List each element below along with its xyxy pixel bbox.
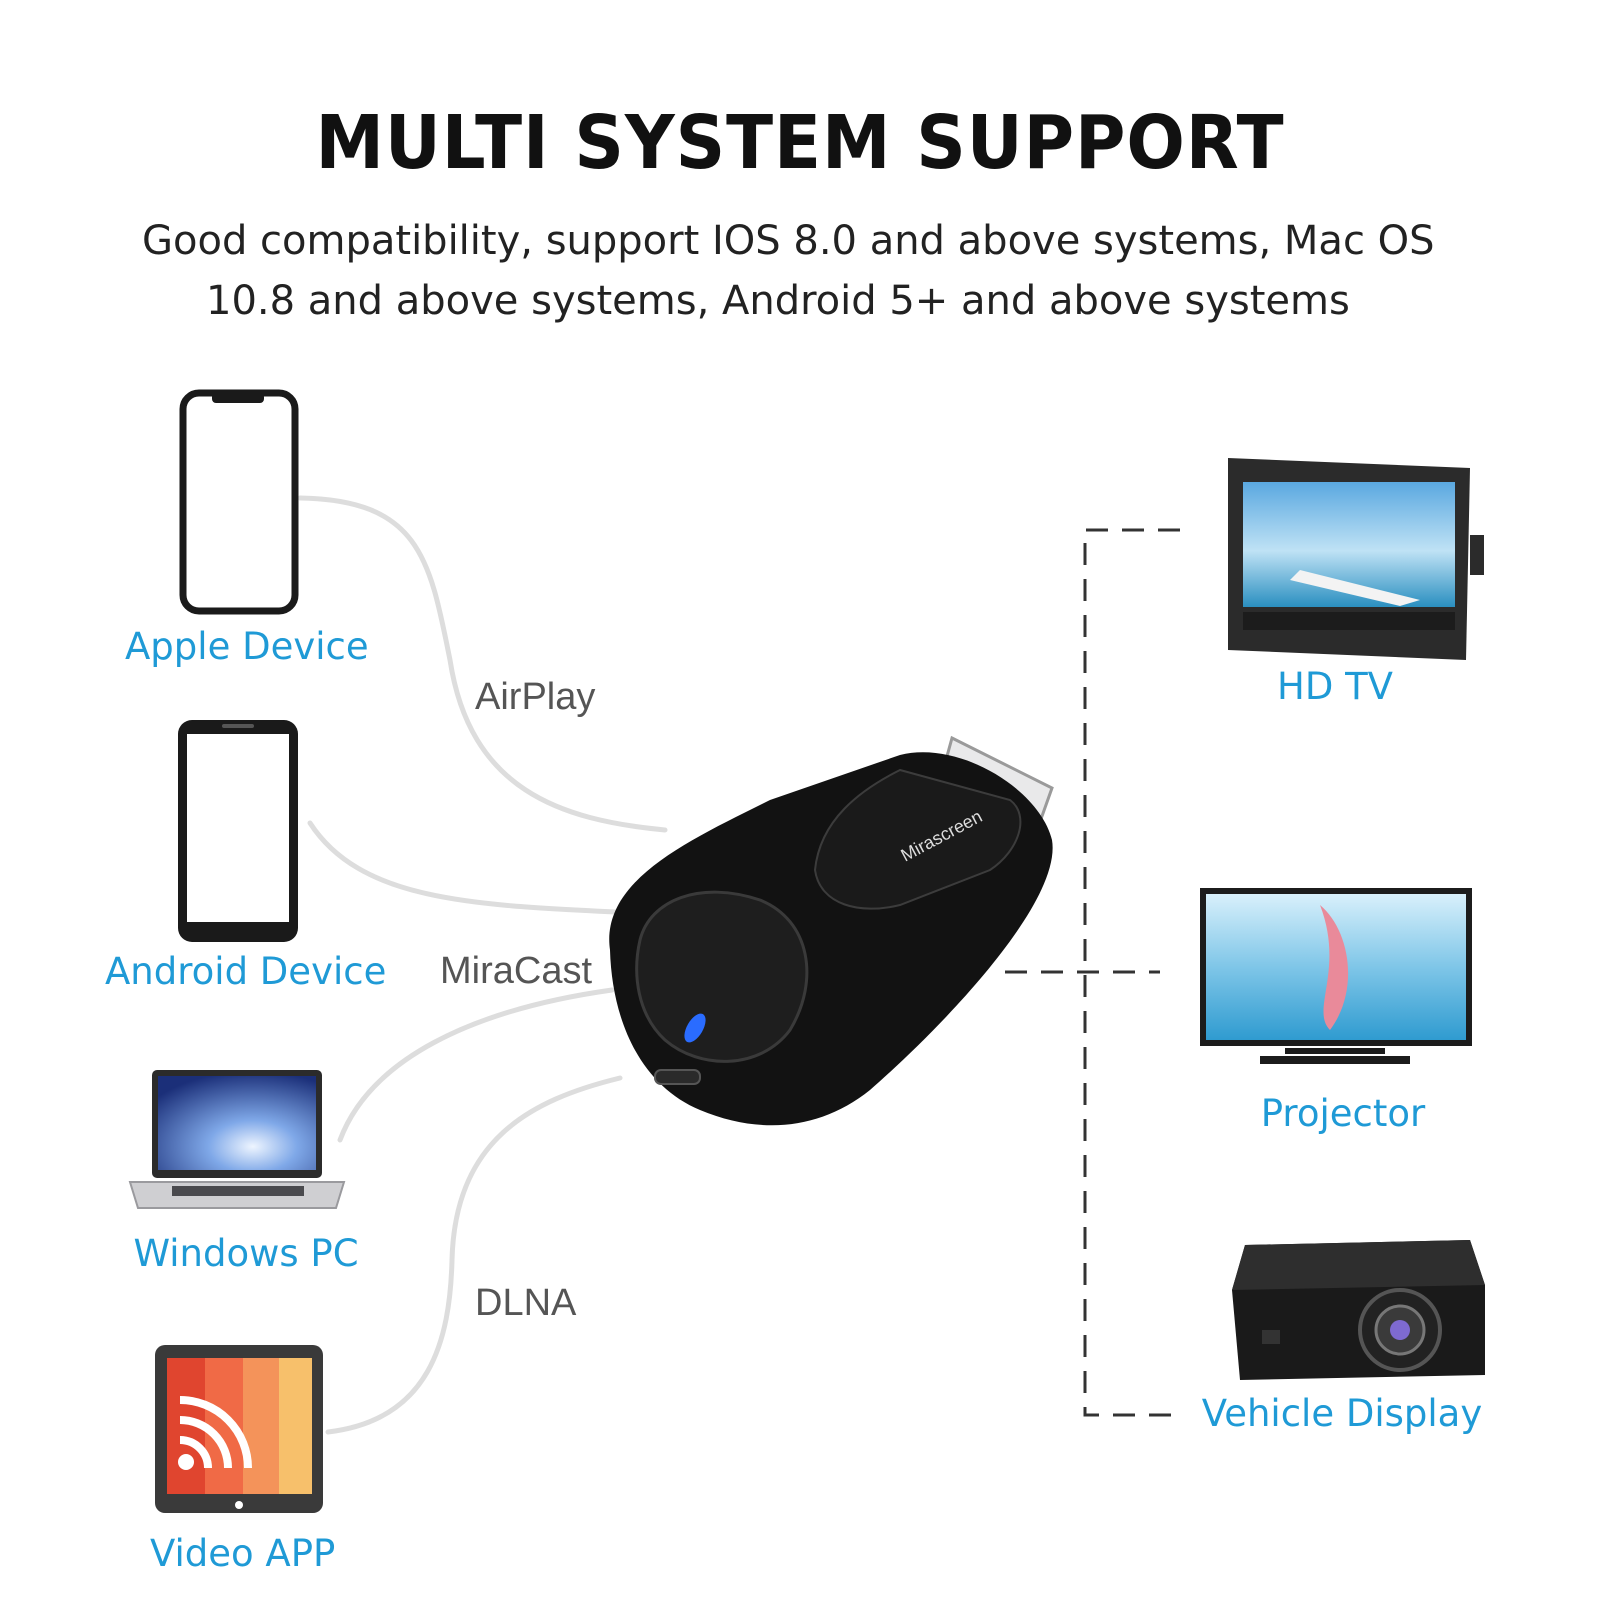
cast-app-icon (155, 1345, 323, 1513)
protocol-miracast: MiraCast (440, 950, 593, 992)
tv-icon (1200, 888, 1472, 1064)
label-video-app: Video APP (150, 1532, 336, 1575)
led-indicator (684, 1013, 706, 1043)
subtitle-line-1: Good compatibility, support IOS 8.0 and … (142, 218, 1435, 264)
dlna-line (325, 1075, 623, 1435)
pc-line (337, 987, 615, 1143)
protocol-airplay: AirPlay (475, 676, 596, 718)
protocol-dlna: DLNA (475, 1282, 577, 1324)
label-hd-tv: HD TV (1277, 665, 1393, 708)
label-projector: Projector (1260, 1092, 1426, 1135)
label-windows-pc: Windows PC (133, 1232, 359, 1275)
label-apple-device: Apple Device (125, 625, 369, 668)
iphone-icon (179, 389, 299, 615)
subtitle-line-2: 10.8 and above systems, Android 5+ and a… (206, 278, 1350, 324)
output-bracket (1083, 528, 1180, 1417)
output-lines (1005, 528, 1180, 1417)
car-monitor-icon (1228, 458, 1484, 660)
airplay-line (297, 495, 668, 833)
dongle-image: Mirascreen (609, 735, 1054, 1126)
projector-icon (1232, 1240, 1485, 1380)
page-title: MULTI SYSTEM SUPPORT (315, 100, 1285, 186)
label-vehicle-display: Vehicle Display (1201, 1392, 1483, 1435)
miracast-line (307, 820, 618, 915)
laptop-icon (128, 1070, 346, 1209)
android-phone-icon (178, 720, 298, 942)
label-android-device: Android Device (105, 950, 387, 993)
connection-lines (297, 495, 668, 1435)
